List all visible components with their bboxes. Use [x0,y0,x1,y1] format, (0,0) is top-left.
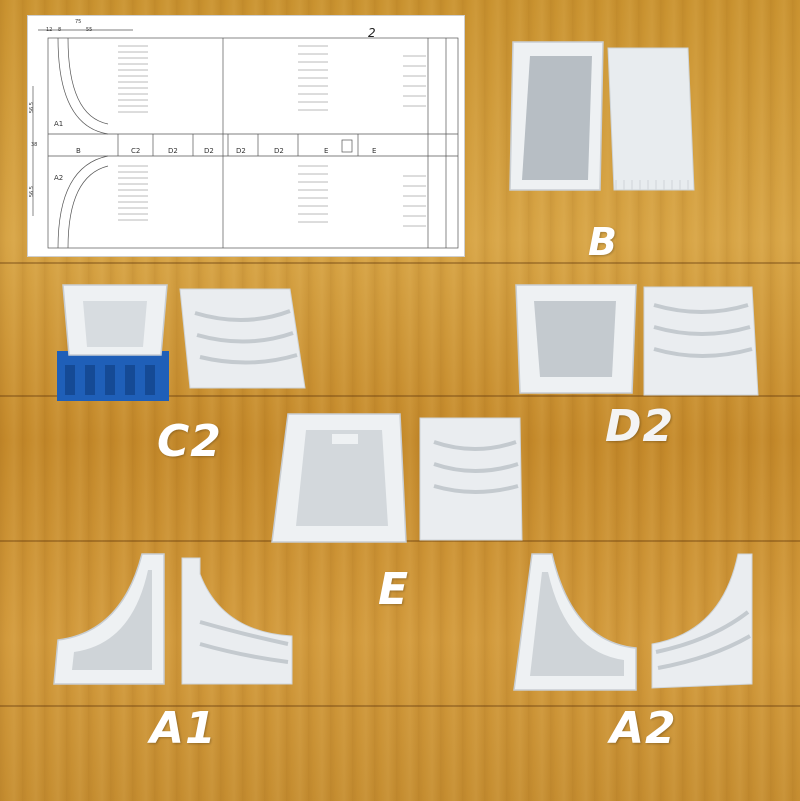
label-c2: C2 [157,416,222,467]
dim-left-middle: 38 [31,142,38,148]
section-e-1: E [324,147,329,155]
label-d2: D2 [605,401,675,452]
mold-a2 [512,552,764,698]
label-b: B [588,220,618,264]
dim-top-8: 8 [58,27,62,33]
section-b: B [76,147,81,155]
section-a2: A2 [54,174,64,182]
technical-drawing: 2 75 12 8 55 56.5 38 56.5 A1 A2 B C2 D2 … [27,15,465,257]
label-e: E [378,564,410,615]
mold-c2 [55,283,315,409]
mold-a1 [52,552,302,694]
section-d2-4: D2 [274,147,284,155]
drawing-lines [32,29,459,249]
dim-top-75: 75 [75,19,82,25]
section-d2-2: D2 [204,147,214,155]
dim-top-12: 12 [46,27,53,33]
mold-d2 [512,283,762,402]
dim-left-lower: 56.5 [29,186,35,198]
mold-b [508,41,698,198]
section-c2: C2 [131,147,141,155]
label-a2: A2 [610,703,677,754]
dim-left-upper: 56.5 [29,102,35,114]
section-a1: A1 [54,120,64,128]
mold-e [270,412,535,551]
dim-top-55: 55 [86,27,93,33]
section-d2-3: D2 [236,147,246,155]
section-e-2: E [372,147,377,155]
sheet-number: 2 [368,26,376,40]
label-a1: A1 [150,703,217,754]
section-d2-1: D2 [168,147,178,155]
